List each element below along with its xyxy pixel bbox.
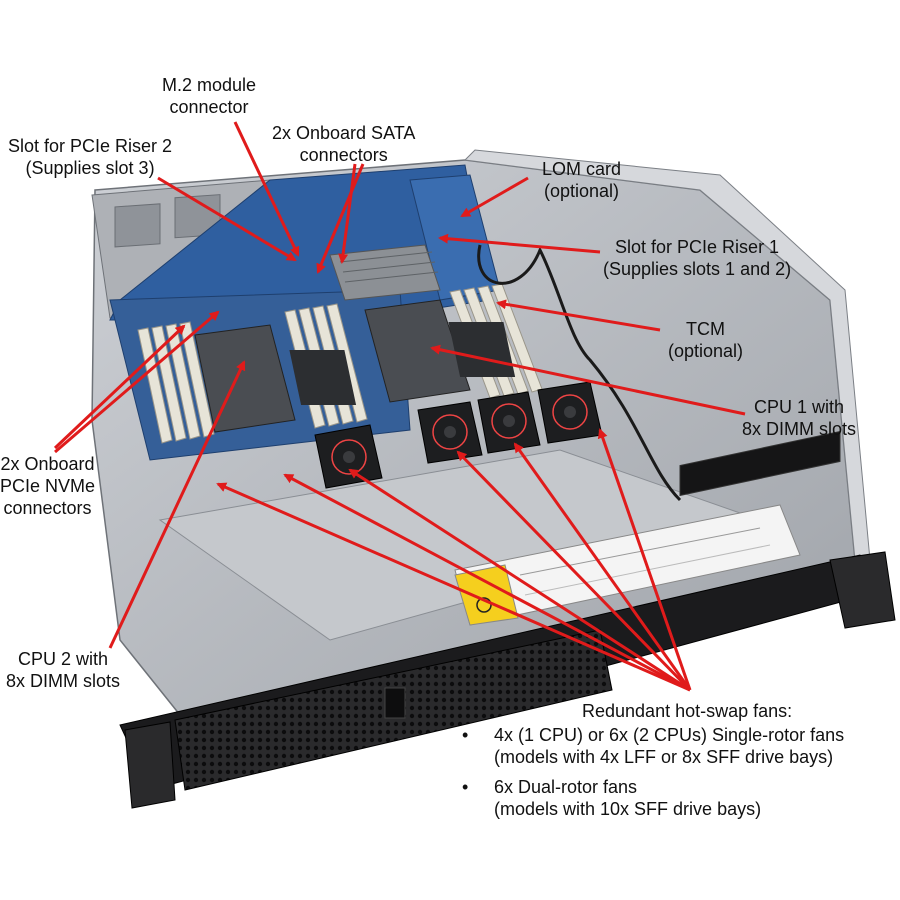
pcie-riser1-slot-label: Slot for PCIe Riser 1(Supplies slots 1 a… [603,237,792,279]
tcm-label: TCM(optional) [668,319,744,361]
fans-heading: Redundant hot-swap fans: [582,701,793,721]
fans-callout: Redundant hot-swap fans: 4x (1 CPU) or 6… [462,700,844,828]
front-bezel [119,430,896,809]
pcie-riser2-slot-label: Slot for PCIe Riser 2(Supplies slot 3) [8,136,173,178]
cable [477,244,682,502]
callout-arrows [53,121,746,692]
lom-card-label: LOM card(optional) [542,159,622,201]
fans-bullet-dual-rotor: 6x Dual-rotor fans (models with 10x SFF … [462,776,844,820]
tm-logo-icon [476,597,492,613]
fans-bullet-single-rotor: 4x (1 CPU) or 6x (2 CPUs) Single-rotor f… [462,724,844,768]
fans-list: 4x (1 CPU) or 6x (2 CPUs) Single-rotor f… [462,724,844,820]
fan-row [314,381,603,489]
